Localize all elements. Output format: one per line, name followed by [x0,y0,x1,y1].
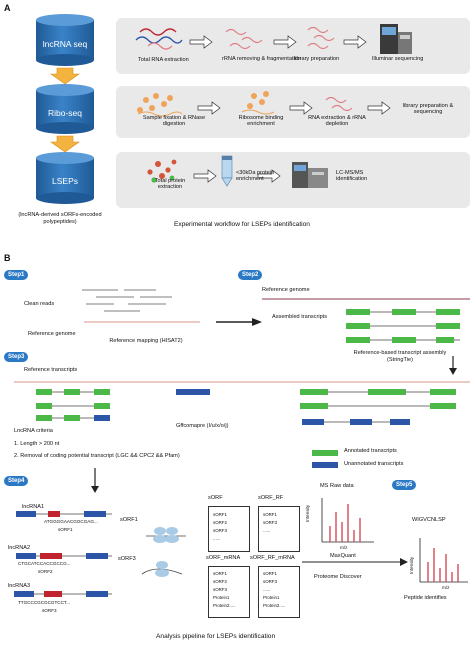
mapping-assembly-graphic [82,289,470,343]
row3-step-3: LC-MS/MS identification [336,170,368,183]
peptide-identifies-label: Peptide identifies [404,595,447,601]
ribo-sorf1-label: sORF1 [120,517,138,523]
legend-annotated-label: Annotated transcripts [344,448,397,454]
row1-step-3: library preparation [294,56,340,62]
down-arrow-icon [449,356,457,375]
doc-sorf-rf-title: sORF_RF [258,495,284,501]
doc-sorf-rf-line: sORF3 [263,520,277,525]
assembled-transcripts-label: Assembled transcripts [272,314,328,320]
lncrna1-sorf: sORF1 [58,527,73,532]
row2-step-1: Sample fixation & RNase digestion [142,115,206,128]
peptide-sequence-label: WIGVCNLSP [412,517,446,523]
doc-sorf-line: sORF2 [213,520,227,525]
doc-sorf-rf-mrna: sORF1 sORF3 ...... Protein1 Protein2....… [258,566,300,618]
row2-step-3: RNA extraction & rRNA depletion [308,115,366,128]
doc-sorf-line: ...... [213,536,221,541]
reference-genome-label-1: Reference genome [28,331,76,337]
lncrna1-seq: ATGGGGAACGGCGAG... [44,519,98,524]
proteome-discover-label: Proteome Discover [314,574,362,580]
row1-graphics [135,24,412,54]
lncrna-orf-graphic [14,511,112,597]
legend-unannotated-swatch [312,462,338,468]
reference-transcripts-graphic [14,381,470,456]
lncrna2-sorf: sORF2 [38,569,53,574]
panel-b-caption: Analysis pipeline for LSEPs identificati… [156,633,276,640]
doc-sorf-rf-mrna-line: Protein2..... [263,603,286,608]
down-arrow-icon-2 [91,468,99,493]
doc-sorf-rf-mrna-line: Protein1 [263,595,280,600]
step5-badge: Step5 [392,480,417,490]
lncrna1-name: lncRNA1 [22,504,45,510]
reference-transcripts-label: Reference transcripts [24,367,78,373]
row1-step-4: Illuminar sequencing [372,56,424,62]
doc-sorf-line: sORF1 [213,512,227,517]
doc-sorf-mrna-line: Protein1 [213,595,230,600]
row2-graphics [137,91,391,117]
step4-badge: Step4 [4,476,29,486]
ms-raw-data-label: MS Raw data [320,483,354,489]
cylinder-label-ribo-seq: Ribo-seq [47,108,83,118]
lncrna2-name: lncRNA2 [8,545,31,551]
reference-mapping-label: Reference mapping (HISAT2) [109,338,183,344]
doc-sorf-mrna-line: Protein2..... [213,603,236,608]
doc-sorf-mrna-line: sORF3 [213,587,227,592]
doc-sorf-rf-mrna-line: sORF1 [263,571,277,576]
cylinders-graphic [36,14,94,204]
doc-sorf-rf-mrna-line: sORF3 [263,579,277,584]
lncrna-criteria-label: LncRNA criteria [14,428,53,434]
spectra-graphic [302,498,468,583]
gffcompare-label: Gffcomapre (I/u/x/o/j) [176,423,229,429]
lncrna3-seq: TTGCCCGCGCGTCCT... [18,600,71,605]
panel-a-letter: A [4,3,11,13]
doc-sorf-mrna-line: sORF2 [213,579,227,584]
mz-label-raw: m/z [340,545,348,550]
doc-sorf-title: sORF [208,495,223,501]
reference-genome-label-2: Reference genome [262,287,310,293]
doc-sorf-rf-line: sORF1 [263,512,277,517]
row3-graphics [147,155,328,188]
doc-sorf-line: sORF3 [213,528,227,533]
row3-step-2: <30kDa protein enrichment [236,170,275,183]
row1-step-2: rRNA removing & fragmentation [222,56,301,62]
clean-reads-label: Clean reads [24,301,55,307]
doc-sorf-rf: sORF1 sORF3 ...... [258,506,300,552]
criteria-2-label: 2. Removal of coding potential transcrip… [14,453,180,459]
ribo-sorf3-label: sORF3 [118,556,136,562]
row2-step-4: library preparation & sequencing [402,103,454,116]
row3-step-1: Total protein extraction [154,178,186,191]
doc-sorf-rf-mrna-line: ...... [263,587,271,592]
lncrna2-seq: CTGCATCCACCGCCG... [18,561,71,566]
doc-sorf-mrna: sORF1 sORF2 sORF3 Protein1 Protein2..... [208,566,250,618]
lncrna3-name: lncRNA3 [8,583,31,589]
step1-badge: Step1 [4,270,29,280]
step3-badge: Step3 [4,352,29,362]
panel-a-caption: Experimental workflow for LSEPs identifi… [174,221,310,228]
doc-sorf-rf-line: ...... [263,528,271,533]
doc-sorf-mrna-title: sORF_mRNA [206,555,241,561]
doc-sorf-mrna-line: sORF1 [213,571,227,576]
intensity-label-peptide: Intensity [409,556,414,574]
ribosome-graphic [141,527,186,577]
maxquant-label: MaxQuant [330,553,356,559]
cylinder-label-lncrna-seq: lncRNA seq [42,39,88,49]
mz-label-peptide: m/z [442,585,450,590]
intensity-label-raw: Intensity [305,504,310,522]
step2-badge: Step2 [238,270,263,280]
panel-b-letter: B [4,253,11,263]
reference-assembly-label: Reference-based transcript assembly (Str… [353,350,447,363]
row1-step-1: Total RNA extraction [138,57,189,63]
criteria-1-label: 1. Length > 200 nt [14,441,60,447]
row2-step-2: Ribosome binding enrichment [238,115,284,128]
legend-unannotated-label: Unannotated transcripts [344,461,404,467]
doc-sorf-rf-mrna-title: sORF_RF_mRNA [250,555,295,561]
cylinder-note: (lncRNA-derived sORFs-encoded polypeptid… [18,212,102,225]
cylinder-label-lseps: LSEPs [52,176,78,186]
doc-sorf: sORF1 sORF2 sORF3 ...... [208,506,250,552]
lncrna3-sorf: sORF3 [42,608,57,613]
